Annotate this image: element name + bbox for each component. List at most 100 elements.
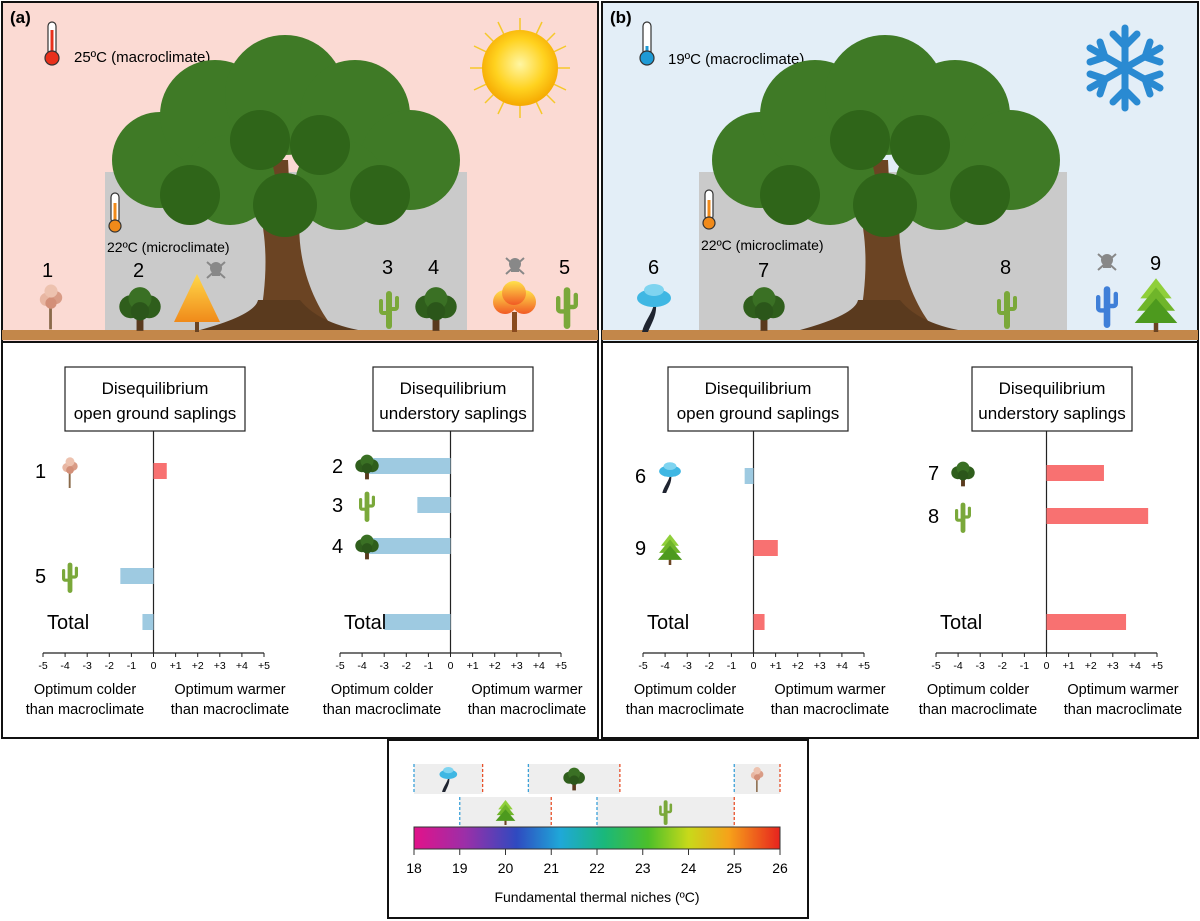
axis-label-warmer: than macroclimate	[1064, 702, 1182, 718]
category-label: 5	[35, 566, 46, 588]
niche-band-pink-tree	[733, 764, 781, 794]
skull-icon	[206, 261, 226, 279]
category-label: 7	[928, 463, 939, 485]
x-tick-label: +3	[214, 660, 226, 672]
color-scale-bar	[413, 826, 781, 850]
chart-title: open ground saplings	[74, 404, 237, 423]
plant-number: 7	[758, 260, 769, 282]
panel-a-label: (a)	[10, 8, 31, 27]
category-label: 9	[635, 538, 646, 560]
x-tick-label: -5	[38, 660, 47, 672]
plant-number: 9	[1150, 253, 1161, 275]
ground	[602, 330, 1198, 340]
axis-label-warmer: Optimum warmer	[174, 682, 285, 698]
category-label: 2	[332, 456, 343, 478]
x-tick-label: 0	[151, 660, 157, 672]
axis-label-warmer: than macroclimate	[171, 702, 289, 718]
orange-broadleaf-icon	[493, 281, 536, 332]
scale-tick-label: 26	[772, 860, 788, 876]
plant-number: 3	[382, 257, 393, 279]
axis-label-warmer: than macroclimate	[468, 702, 586, 718]
x-tick-label: +5	[1151, 660, 1163, 672]
x-tick-label: +4	[236, 660, 248, 672]
x-tick-label: -4	[660, 660, 669, 672]
x-tick-label: -2	[705, 660, 714, 672]
axis-label-warmer: Optimum warmer	[1067, 682, 1178, 698]
x-tick-label: 0	[1044, 660, 1050, 672]
chart-title: Disequilibrium	[102, 379, 209, 398]
axis-label-warmer: Optimum warmer	[471, 682, 582, 698]
scale-tick-label: 24	[681, 860, 697, 876]
x-tick-label: +5	[858, 660, 870, 672]
axis-label-colder: than macroclimate	[323, 702, 441, 718]
canopy-tree	[712, 35, 1060, 332]
bar	[368, 458, 451, 474]
category-label: Total	[47, 612, 89, 634]
legend-caption: Fundamental thermal niches (ºC)	[494, 889, 699, 905]
category-label: 1	[35, 461, 46, 483]
thermometer-icon	[108, 192, 122, 233]
chart-title: open ground saplings	[677, 404, 840, 423]
bar	[368, 538, 451, 554]
x-tick-label: -4	[60, 660, 69, 672]
x-tick-label: -2	[402, 660, 411, 672]
axis-label-colder: than macroclimate	[626, 702, 744, 718]
bar	[417, 497, 451, 513]
x-tick-label: +2	[489, 660, 501, 672]
x-tick-label: +3	[1107, 660, 1119, 672]
x-tick-label: +2	[792, 660, 804, 672]
x-tick-label: +2	[1085, 660, 1097, 672]
bar	[1046, 465, 1104, 481]
x-tick-label: -3	[83, 660, 92, 672]
axis-label-colder: than macroclimate	[919, 702, 1037, 718]
chart-title-box	[64, 366, 246, 432]
x-tick-label: 0	[751, 660, 757, 672]
x-tick-label: -3	[976, 660, 985, 672]
chart-title: understory saplings	[379, 404, 526, 423]
axis-label-colder: Optimum colder	[927, 682, 1030, 698]
x-tick-label: -5	[638, 660, 647, 672]
microclimate-label: 22ºC (microclimate)	[107, 239, 230, 255]
plant-number: 8	[1000, 257, 1011, 279]
x-tick-label: +5	[555, 660, 567, 672]
chart-title-box	[667, 366, 849, 432]
axis-label-warmer: than macroclimate	[771, 702, 889, 718]
snowflake-icon	[1086, 24, 1164, 112]
chart-title-box	[971, 366, 1133, 432]
niche-band-blue-tree	[413, 764, 484, 794]
x-tick-label: +3	[814, 660, 826, 672]
sun-icon	[470, 18, 570, 118]
x-tick-label: -4	[357, 660, 366, 672]
x-tick-label: +2	[192, 660, 204, 672]
bar	[120, 568, 154, 584]
macroclimate-label: 25ºC (macroclimate)	[74, 49, 210, 66]
macroclimate-label: 19ºC (macroclimate)	[668, 51, 804, 68]
panel-b-scene: (b) 19ºC (macroclimate)	[601, 1, 1199, 343]
axis-label-colder: than macroclimate	[26, 702, 144, 718]
bar	[1046, 614, 1127, 630]
scale-tick-label: 18	[406, 860, 422, 876]
chart-title: understory saplings	[978, 404, 1125, 423]
x-tick-label: -1	[424, 660, 433, 672]
x-tick-label: +4	[836, 660, 848, 672]
x-tick-label: -2	[998, 660, 1007, 672]
x-tick-label: -1	[727, 660, 736, 672]
x-tick-label: -3	[380, 660, 389, 672]
microclimate-label: 22ºC (microclimate)	[701, 237, 824, 253]
x-tick-label: -2	[105, 660, 114, 672]
chart-title: Disequilibrium	[999, 379, 1106, 398]
plant-number: 2	[133, 260, 144, 282]
category-label: Total	[647, 612, 689, 634]
disequilibrium-chart: Disequilibrium open ground saplings 1 5Tota…	[26, 366, 289, 718]
bar	[153, 463, 167, 479]
panel-a-scene: (a) 25ºC (macroclimate)	[1, 1, 599, 343]
panel-b-label: (b)	[610, 8, 632, 27]
skull-icon	[505, 257, 525, 275]
canopy-tree	[112, 35, 460, 332]
category-label: 6	[635, 466, 646, 488]
chart-title-box	[372, 366, 534, 432]
bar	[384, 614, 451, 630]
niche-band-conifer	[459, 797, 552, 827]
category-label: Total	[940, 612, 982, 634]
